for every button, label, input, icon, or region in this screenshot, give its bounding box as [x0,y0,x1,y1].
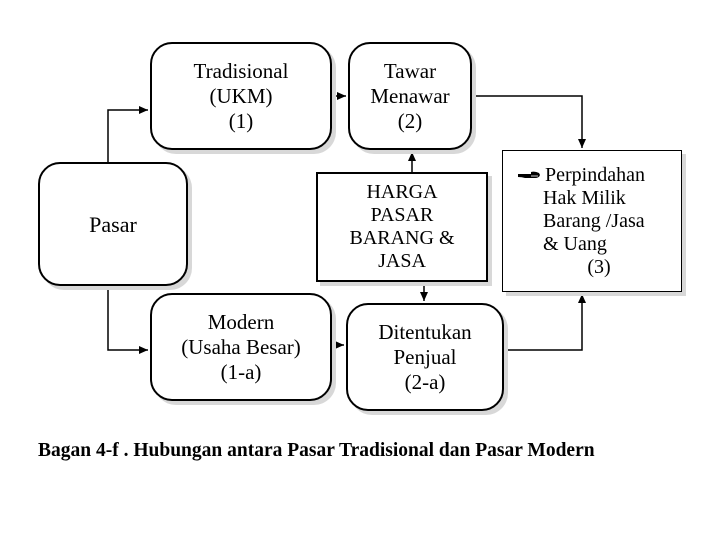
box-line: Tradisional [193,58,289,83]
box-line: PASAR [370,204,434,226]
box-line: Pasar [89,211,137,237]
box-line: Penjual [393,344,457,369]
box-ditentukan-penjual: Ditentukan Penjual (2-a) [346,303,504,411]
box-line: Modern [207,309,275,334]
box-line: Barang /Jasa [543,209,645,232]
box-line: Perpindahan [545,163,645,186]
box-line: Ditentukan [378,319,472,344]
arrow-ditentukan-to-perpindahan [504,294,586,351]
box-tradisional: Tradisional (UKM) (1) [150,42,332,150]
box-line: & Uang [543,232,607,255]
box-line: (1-a) [220,359,262,384]
box-line: (Usaha Besar) [181,334,301,359]
box-line: (2) [397,108,423,133]
arrow-pasar-to-tradisional [107,106,148,162]
box-perpindahan: Perpindahan Hak Milik Barang /Jasa & Uan… [502,150,682,292]
box-line: (3) [587,255,611,278]
box-line: BARANG & [349,227,455,249]
box-tawar-menawar: Tawar Menawar (2) [348,42,472,150]
arrow-pasar-to-modern [107,286,148,354]
box-pasar: Pasar [38,162,188,286]
box-line: Tawar [383,58,437,83]
box-line: Menawar [370,83,450,108]
box-line: (1) [228,108,254,133]
box-line-with-bullet: Perpindahan [517,164,645,187]
box-line: (UKM) [209,83,273,108]
box-line: Hak Milik [543,186,626,209]
box-line: HARGA [366,181,438,203]
figure-caption: Bagan 4-f . Hubungan antara Pasar Tradis… [38,440,595,461]
box-line: JASA [378,250,426,272]
box-line: (2-a) [404,369,446,394]
box-modern: Modern (Usaha Besar) (1-a) [150,293,332,401]
arrow-tawar-to-perpindahan [472,95,586,148]
box-harga-pasar: HARGA PASAR BARANG & JASA [316,172,488,282]
pointing-hand-icon [518,171,540,178]
